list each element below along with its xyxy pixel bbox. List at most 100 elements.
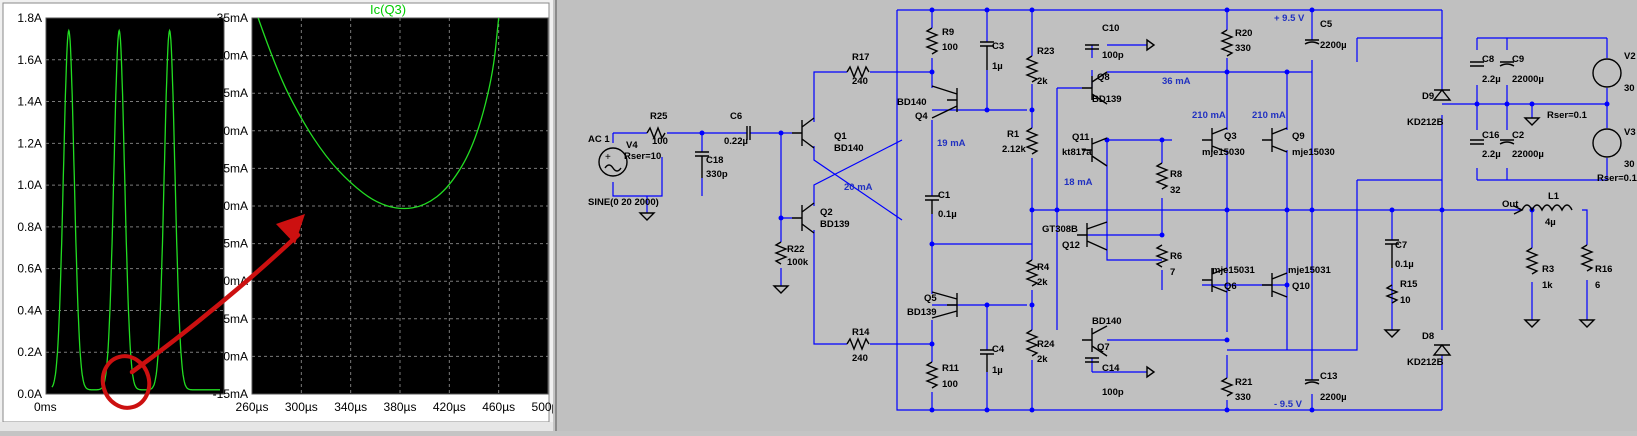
components: + [598, 27, 1622, 397]
svg-text:BD139: BD139 [907, 307, 937, 318]
svg-text:BD139: BD139 [820, 219, 850, 230]
svg-text:Q3: Q3 [1224, 131, 1237, 142]
svg-text:Q2: Q2 [820, 207, 833, 218]
v2-source-icon[interactable] [1592, 58, 1622, 88]
c9-capacitor[interactable] [1499, 61, 1515, 67]
svg-text:1µ: 1µ [992, 61, 1003, 72]
svg-text:4µ: 4µ [1545, 217, 1556, 228]
c2-capacitor[interactable] [1499, 139, 1515, 145]
x-ticks-right: 260µs300µs340µs380µs420µs460µs500µs [236, 400, 565, 414]
svg-text:C18: C18 [706, 155, 723, 166]
svg-text:100: 100 [942, 42, 958, 53]
y-ticks-left: 1.8A1.6A1.4A1.2A1.0A0.8A0.6A0.4A0.2A0.0A [17, 11, 42, 401]
c8-capacitor[interactable] [1470, 61, 1484, 67]
plot-title[interactable]: Ic(Q3) [370, 2, 406, 17]
c1-capacitor[interactable] [925, 195, 939, 201]
trace-left [51, 28, 220, 391]
svg-text:1µ: 1µ [992, 365, 1003, 376]
y-tick-label: 25mA [217, 86, 248, 100]
y-tick-label: 1.8A [17, 11, 42, 25]
svg-text:Q6: Q6 [1224, 281, 1237, 292]
svg-text:C9: C9 [1512, 54, 1524, 65]
q8-transistor[interactable] [1082, 71, 1108, 105]
c13-capacitor[interactable] [1304, 379, 1320, 385]
r21-resistor[interactable] [1220, 377, 1234, 397]
svg-text:10: 10 [1400, 295, 1411, 306]
d8-diode[interactable] [1432, 343, 1452, 356]
q2-transistor[interactable] [792, 202, 815, 234]
svg-text:C2: C2 [1512, 130, 1524, 141]
r20-resistor[interactable] [1220, 29, 1234, 57]
r23-resistor[interactable] [1025, 55, 1039, 83]
d9-diode[interactable] [1432, 88, 1452, 101]
svg-text:GT308B: GT308B [1042, 224, 1078, 235]
svg-text:330: 330 [1235, 392, 1251, 403]
r9-resistor[interactable] [925, 27, 939, 55]
svg-text:R8: R8 [1170, 169, 1182, 180]
svg-text:L1: L1 [1548, 191, 1560, 202]
svg-text:BD139: BD139 [1092, 94, 1122, 105]
svg-text:+: + [605, 152, 611, 163]
x-tick-label: 260µs [236, 400, 269, 414]
r15-resistor[interactable] [1385, 284, 1399, 304]
svg-text:R6: R6 [1170, 251, 1182, 262]
x-tick-label: 500µs [532, 400, 553, 414]
window-bottom-bar [0, 422, 553, 431]
x-tick-label: 300µs [285, 400, 318, 414]
q6-transistor[interactable] [1202, 267, 1228, 293]
q3-transistor[interactable] [1202, 127, 1228, 153]
v3-source-icon[interactable] [1592, 128, 1622, 158]
grid-right [252, 18, 548, 394]
q10-transistor[interactable] [1262, 272, 1288, 298]
svg-text:R22: R22 [787, 244, 804, 255]
svg-text:22000µ: 22000µ [1512, 74, 1544, 85]
svg-text:R15: R15 [1400, 279, 1418, 290]
r22-resistor[interactable] [774, 241, 788, 265]
svg-text:Rser=0.1: Rser=0.1 [1597, 173, 1637, 184]
r6-resistor[interactable] [1155, 244, 1169, 268]
c5-capacitor[interactable] [1304, 39, 1320, 45]
c6-capacitor[interactable] [746, 126, 751, 140]
schematic-svg: + [588, 7, 1637, 413]
svg-text:20 mA: 20 mA [844, 182, 873, 193]
y-tick-label: 0.0A [17, 387, 42, 401]
q1-transistor[interactable] [792, 117, 815, 149]
q11-transistor[interactable] [1082, 137, 1108, 167]
svg-text:V2: V2 [1624, 51, 1636, 62]
r16-resistor[interactable] [1580, 244, 1594, 272]
c16-capacitor[interactable] [1470, 139, 1484, 145]
y-tick-label: 1.4A [17, 95, 42, 109]
svg-text:2k: 2k [1037, 76, 1048, 87]
r4-resistor[interactable] [1025, 259, 1039, 287]
r24-resistor[interactable] [1025, 329, 1039, 357]
y-tick-label: 5mA [223, 237, 248, 251]
svg-text:Q10: Q10 [1292, 281, 1310, 292]
plot-pane-left[interactable] [45, 17, 225, 395]
q7-transistor[interactable] [1082, 325, 1108, 357]
svg-text:C8: C8 [1482, 54, 1494, 65]
svg-text:- 9.5 V: - 9.5 V [1274, 399, 1303, 410]
q9-transistor[interactable] [1262, 127, 1288, 153]
component-labels: AC 1 V4 Rser=10 SINE(0 20 2000) R25 100 … [588, 13, 1637, 410]
c14-capacitor[interactable] [1085, 357, 1099, 363]
svg-text:32: 32 [1170, 185, 1181, 196]
r11-resistor[interactable] [925, 361, 939, 389]
c10-capacitor[interactable] [1085, 44, 1099, 50]
r17-resistor[interactable] [846, 65, 870, 79]
svg-text:330p: 330p [706, 169, 728, 180]
y-tick-label: 0.8A [17, 220, 42, 234]
q5-transistor[interactable] [931, 291, 958, 319]
y-tick-label: 20mA [217, 124, 248, 138]
current-annotations: 19 mA 20 mA 36 mA 210 mA 210 mA 18 mA [844, 76, 1286, 193]
q4-transistor[interactable] [931, 85, 958, 119]
y-tick-label: -5mA [219, 312, 248, 326]
r14-resistor[interactable] [846, 337, 870, 351]
l1-inductor[interactable] [1521, 204, 1573, 212]
r1-resistor[interactable] [1025, 127, 1039, 155]
q12-transistor[interactable] [1077, 221, 1108, 251]
svg-text:Q9: Q9 [1292, 131, 1305, 142]
v4-source-icon[interactable] [598, 147, 628, 177]
r3-resistor[interactable] [1525, 247, 1539, 275]
r8-resistor[interactable] [1155, 162, 1169, 190]
r25-resistor[interactable] [646, 126, 666, 140]
